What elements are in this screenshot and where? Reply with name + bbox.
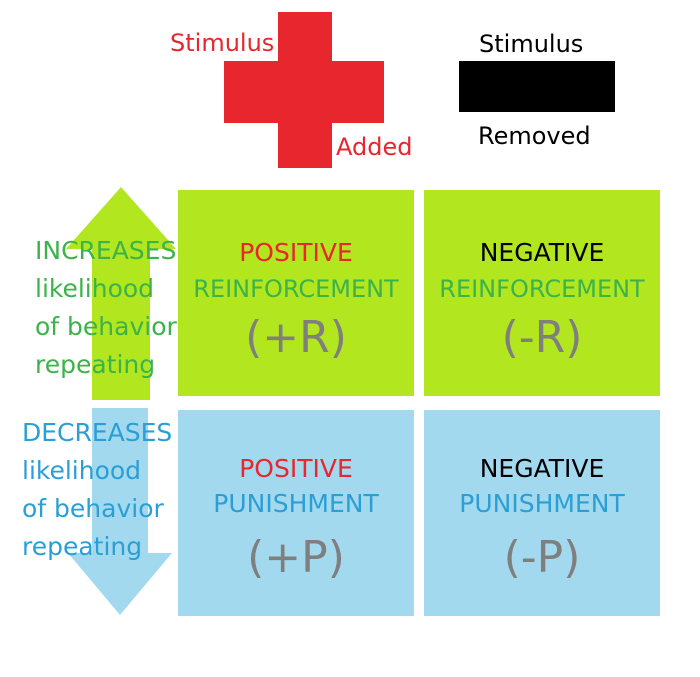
punishment-label: PUNISHMENT (213, 489, 379, 518)
increases-line-4: repeating (35, 350, 156, 379)
decreases-line-2: likelihood (22, 456, 142, 485)
positive-label: POSITIVE (239, 454, 353, 483)
negative-punishment-text: NEGATIVE PUNISHMENT (-P) (424, 410, 660, 616)
negative-reinforcement-text: NEGATIVE REINFORCEMENT (-R) (424, 190, 660, 396)
abbr-label: (-P) (503, 532, 581, 583)
reinforcement-label: REINFORCEMENT (193, 275, 399, 303)
increases-text: INCREASES likelihood of behavior repeati… (35, 232, 177, 384)
abbr-label: (+R) (245, 312, 347, 363)
stimulus-added-bottom-label: Added (336, 133, 413, 161)
increases-line-2: likelihood (35, 274, 155, 303)
decreases-line-1: DECREASES (22, 418, 173, 447)
negative-punishment-box (424, 410, 660, 616)
positive-punishment-text: POSITIVE PUNISHMENT (+P) (178, 410, 414, 616)
stimulus-removed-bottom-label: Removed (478, 122, 591, 150)
negative-label: NEGATIVE (479, 238, 605, 267)
abbr-label: (+P) (247, 532, 345, 583)
positive-reinforcement-text: POSITIVE REINFORCEMENT (+R) (178, 190, 414, 396)
negative-reinforcement-box (424, 190, 660, 396)
negative-label: NEGATIVE (479, 454, 605, 483)
abbr-label: (-R) (501, 312, 583, 363)
positive-label: POSITIVE (239, 238, 353, 267)
decreases-line-3: of behavior (22, 494, 164, 523)
arrow-up-icon (66, 187, 176, 400)
increases-line-3: of behavior (35, 312, 177, 341)
increases-line-1: INCREASES (35, 236, 177, 265)
punishment-label: PUNISHMENT (459, 489, 625, 518)
stimulus-removed-top-label: Stimulus (479, 30, 584, 58)
stimulus-added-top-label: Stimulus (170, 29, 275, 57)
decreases-line-4: repeating (22, 532, 143, 561)
positive-punishment-box (178, 410, 414, 616)
plus-icon (224, 12, 384, 168)
reinforcement-label: REINFORCEMENT (439, 275, 645, 303)
minus-icon (459, 61, 615, 112)
arrow-down-icon (68, 408, 172, 615)
decreases-text: DECREASES likelihood of behavior repeati… (22, 414, 172, 566)
positive-reinforcement-box (178, 190, 414, 396)
